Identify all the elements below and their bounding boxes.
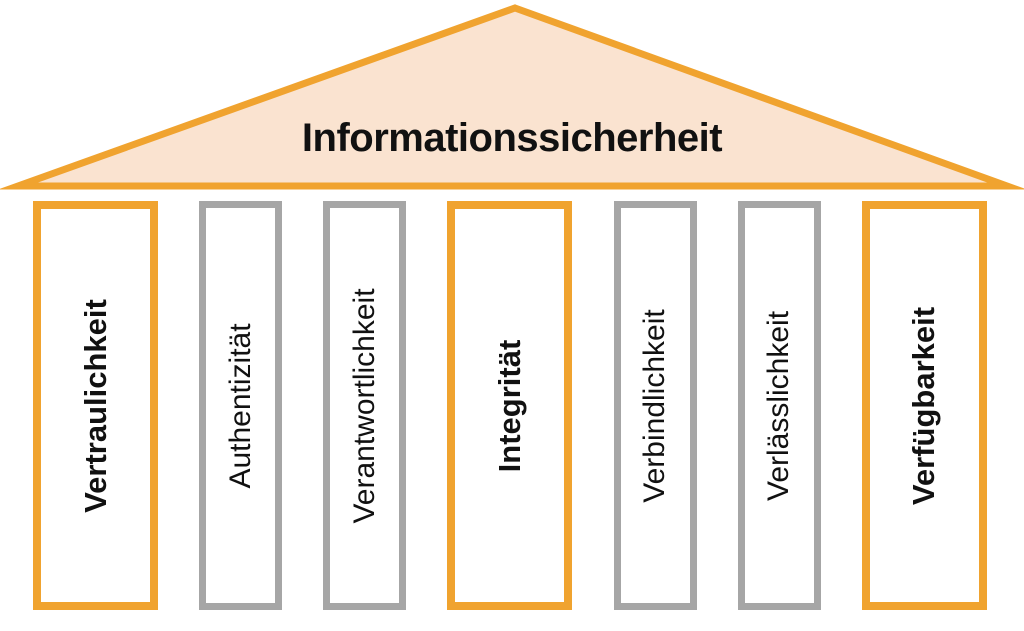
pillar-6: Verlässlichkeit <box>737 201 821 610</box>
roof-triangle <box>0 4 1024 190</box>
pillar-1: Vertraulichkeit <box>33 201 158 610</box>
pillar-label: Vertraulichkeit <box>77 298 113 513</box>
pillar-3: Verantwortlichkeit <box>323 201 407 610</box>
pillar-label: Verbindlichkeit <box>638 308 672 503</box>
pillar-4: Integrität <box>447 201 573 610</box>
pillar-5: Verbindlichkeit <box>613 201 697 610</box>
pillar-2: Authentizität <box>199 201 283 610</box>
pillar-label: Integrität <box>491 339 527 472</box>
pillar-label: Authentizität <box>223 322 257 489</box>
diagram-title: Informationssicherheit <box>301 116 723 160</box>
pillar-7: Verfügbarkeit <box>861 201 987 610</box>
pillar-label: Verantwortlichkeit <box>347 287 381 524</box>
pillar-label: Verlässlichkeit <box>762 310 796 501</box>
pillar-label: Verfügbarkeit <box>906 306 942 505</box>
roof-triangle-shape <box>0 4 1024 190</box>
pillar-row: Vertraulichkeit Authentizität Verantwort… <box>33 201 987 610</box>
